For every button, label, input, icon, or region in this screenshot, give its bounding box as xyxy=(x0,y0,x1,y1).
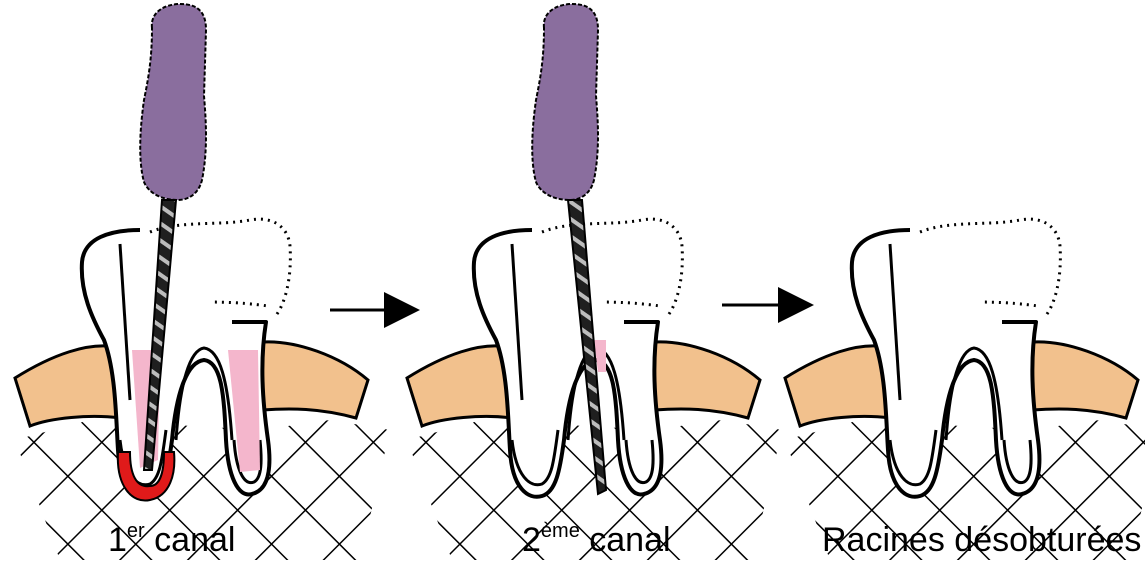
tooth-panel-roots-cleared xyxy=(785,219,1145,560)
endodontic-file-icon xyxy=(140,4,206,200)
tooth-icon xyxy=(15,219,390,560)
caption-roots-cleared: Racines désobturées xyxy=(822,520,1141,560)
caption-second-canal: 2ème canal xyxy=(522,520,671,560)
tooth-panel-first-canal xyxy=(15,4,390,560)
tooth-panel-second-canal xyxy=(407,4,782,560)
tooth-icon xyxy=(785,219,1145,560)
endodontic-file-icon xyxy=(532,4,598,200)
caption-first-canal: 1er canal xyxy=(108,520,235,560)
